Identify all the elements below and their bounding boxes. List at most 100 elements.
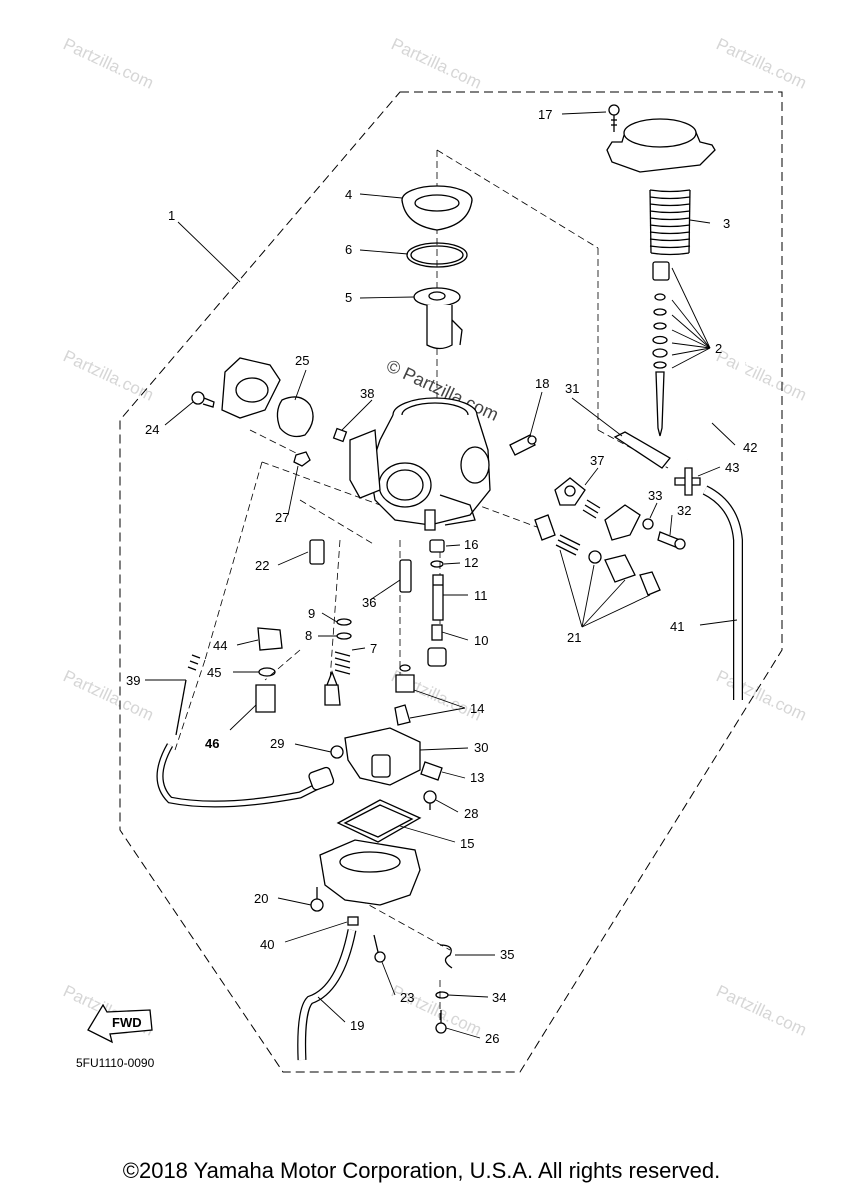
label-22: 22 (255, 558, 269, 573)
part-10-main-jet (431, 624, 443, 641)
part-25-gasket (276, 396, 314, 438)
assembly-boundary (119, 91, 783, 1073)
part-13-pin (420, 761, 443, 781)
label-17: 17 (538, 107, 552, 122)
label-30: 30 (474, 740, 488, 755)
label-18: 18 (535, 376, 549, 391)
label-45: 45 (207, 665, 221, 680)
label-4: 4 (345, 187, 352, 202)
label-14: 14 (470, 701, 484, 716)
leader-lines (145, 111, 738, 1039)
part-flange-plate (221, 357, 281, 419)
part-jet-holder (427, 647, 447, 667)
label-31: 31 (565, 381, 579, 396)
part-34-washer (435, 991, 449, 999)
label-1: 1 (168, 208, 175, 223)
part-14-needle-valve (394, 664, 415, 726)
label-43: 43 (725, 460, 739, 475)
label-27: 27 (275, 510, 289, 525)
label-39: 39 (126, 673, 140, 688)
label-46: 46 (205, 736, 219, 751)
part-43-t-fitting (674, 467, 701, 496)
part-46-nut (255, 684, 276, 713)
part-27-nut (293, 451, 311, 467)
label-25: 25 (295, 353, 309, 368)
part-40-clip (347, 916, 359, 926)
label-36: 36 (362, 595, 376, 610)
label-9: 9 (308, 606, 315, 621)
part-45-washer (258, 667, 276, 677)
part-8-washer (336, 632, 352, 640)
diagram-code: 5FU1110-0090 (76, 1056, 155, 1070)
label-20: 20 (254, 891, 268, 906)
part-3-spring (649, 189, 691, 256)
watermark-layer: Partzilla.com Partzilla.com Partzilla.co… (60, 34, 809, 1039)
label-16: 16 (464, 537, 478, 552)
part-26-drain-screw (435, 1010, 447, 1034)
assembly-axis-lines (174, 149, 669, 1020)
part-37-choke-assembly (554, 477, 641, 541)
label-28: 28 (464, 806, 478, 821)
part-15-gasket (336, 799, 422, 843)
part-7-pilot-screw (324, 651, 351, 706)
part-19-drain-hose (297, 929, 357, 1061)
label-34: 34 (492, 990, 506, 1005)
copyright-notice: ©2018 Yamaha Motor Corporation, U.S.A. A… (122, 1158, 721, 1183)
label-33: 33 (648, 488, 662, 503)
exploded-parts-diagram: Partzilla.com Partzilla.com Partzilla.co… (60, 34, 810, 1073)
part-5-piston (413, 287, 463, 350)
part-38-plug (332, 427, 348, 443)
part-16-jet (429, 539, 445, 553)
part-35-spring-clip (439, 944, 453, 969)
label-29: 29 (270, 736, 284, 751)
part-12-oring (430, 560, 444, 568)
label-40: 40 (260, 937, 274, 952)
label-24: 24 (145, 422, 159, 437)
part-36-pilot-jet (399, 559, 412, 593)
part-18-fitting (509, 434, 537, 456)
part-9-oring (336, 618, 352, 626)
watermark: Partzilla.com (60, 34, 156, 92)
part-2-needle-set (652, 261, 670, 437)
watermark: Partzilla.com (713, 346, 809, 404)
part-44-bracket (257, 627, 283, 651)
label-21: 21 (567, 630, 581, 645)
label-42: 42 (743, 440, 757, 455)
label-13: 13 (470, 770, 484, 785)
label-2: 2 (715, 341, 722, 356)
label-7: 7 (370, 641, 377, 656)
label-11: 11 (474, 588, 488, 603)
label-41: 41 (670, 619, 684, 634)
part-number-labels: 1 2 3 4 5 6 7 8 9 10 11 12 13 14 15 16 1… (126, 107, 757, 1046)
watermark: Partzilla.com (60, 346, 156, 404)
label-5: 5 (345, 290, 352, 305)
label-38: 38 (360, 386, 374, 401)
part-31-tube (613, 431, 671, 469)
part-41-hose (702, 485, 743, 700)
label-26: 26 (485, 1031, 499, 1046)
label-35: 35 (500, 947, 514, 962)
part-29-screw (330, 745, 344, 759)
label-37: 37 (590, 453, 604, 468)
label-19: 19 (350, 1018, 364, 1033)
part-20-screw (310, 887, 324, 912)
part-32-screw (657, 531, 686, 550)
part-24-screw (191, 391, 215, 408)
part-17-screw (608, 104, 620, 132)
fwd-label: FWD (112, 1015, 142, 1030)
part-21-starter-plunger (534, 514, 661, 596)
label-44: 44 (213, 638, 227, 653)
label-10: 10 (474, 633, 488, 648)
label-23: 23 (400, 990, 414, 1005)
part-4-diaphragm (401, 185, 473, 231)
watermark: Partzilla.com (713, 981, 809, 1039)
label-3: 3 (723, 216, 730, 231)
part-23-screw (373, 934, 386, 963)
part-6-oring (406, 242, 468, 268)
fwd-arrow-icon: FWD (87, 1003, 153, 1044)
label-6: 6 (345, 242, 352, 257)
label-12: 12 (464, 555, 478, 570)
label-15: 15 (460, 836, 474, 851)
part-30-float (344, 727, 421, 786)
part-33-washer (642, 518, 654, 530)
